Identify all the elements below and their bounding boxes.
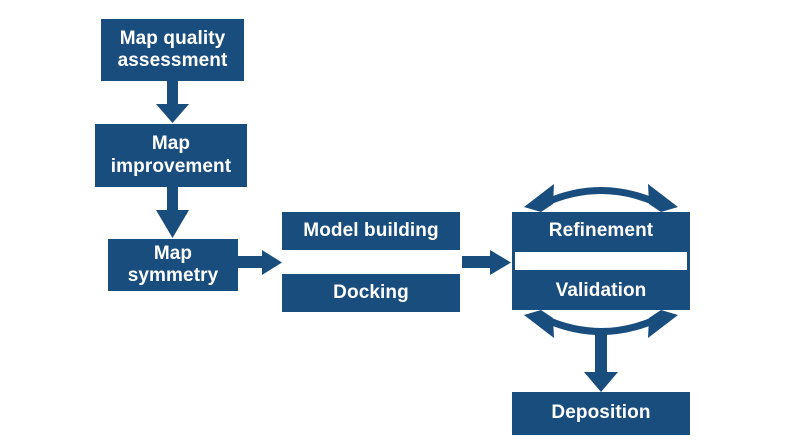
- node-map-quality-assessment[interactable]: Map quality assessment: [101, 19, 244, 81]
- node-refinement[interactable]: Refinement: [512, 212, 690, 250]
- arc-refinement-cycle-top: [524, 184, 678, 212]
- node-deposition[interactable]: Deposition: [512, 392, 690, 435]
- arrow-improvement-to-symmetry: [156, 187, 189, 238]
- arrow-assessment-to-improvement: [156, 81, 189, 123]
- node-docking[interactable]: Docking: [282, 274, 460, 312]
- arrow-symmetry-to-building: [238, 250, 282, 275]
- node-model-building[interactable]: Model building: [282, 212, 460, 250]
- node-validation[interactable]: Validation: [512, 272, 690, 310]
- arc-validation-cycle-bottom: [524, 310, 678, 338]
- node-map-improvement[interactable]: Map improvement: [95, 124, 247, 187]
- arrow-cycle-to-deposition: [584, 334, 618, 392]
- refinement-validation-separator: [512, 249, 690, 273]
- node-map-symmetry[interactable]: Map symmetry: [108, 239, 238, 291]
- arrow-building-to-refinement: [462, 250, 511, 275]
